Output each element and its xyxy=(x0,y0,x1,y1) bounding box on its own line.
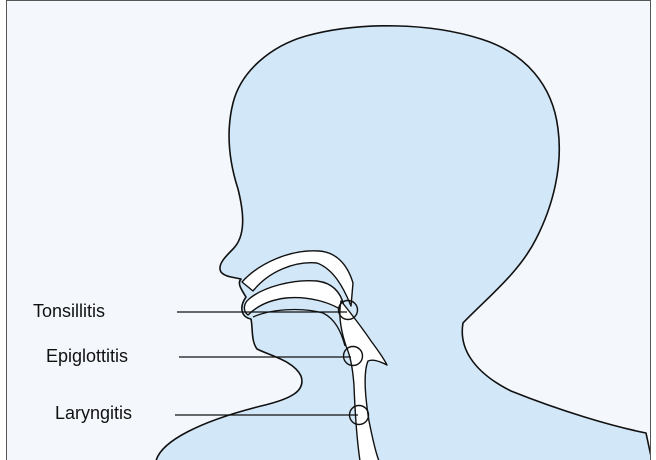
label-laryngitis: Laryngitis xyxy=(55,403,132,423)
label-tonsillitis: Tonsillitis xyxy=(33,301,105,321)
head-silhouette xyxy=(156,26,651,460)
diagram-frame xyxy=(6,0,651,460)
label-epiglottitis: Epiglottitis xyxy=(46,346,128,366)
head-neck-illustration xyxy=(7,1,651,460)
